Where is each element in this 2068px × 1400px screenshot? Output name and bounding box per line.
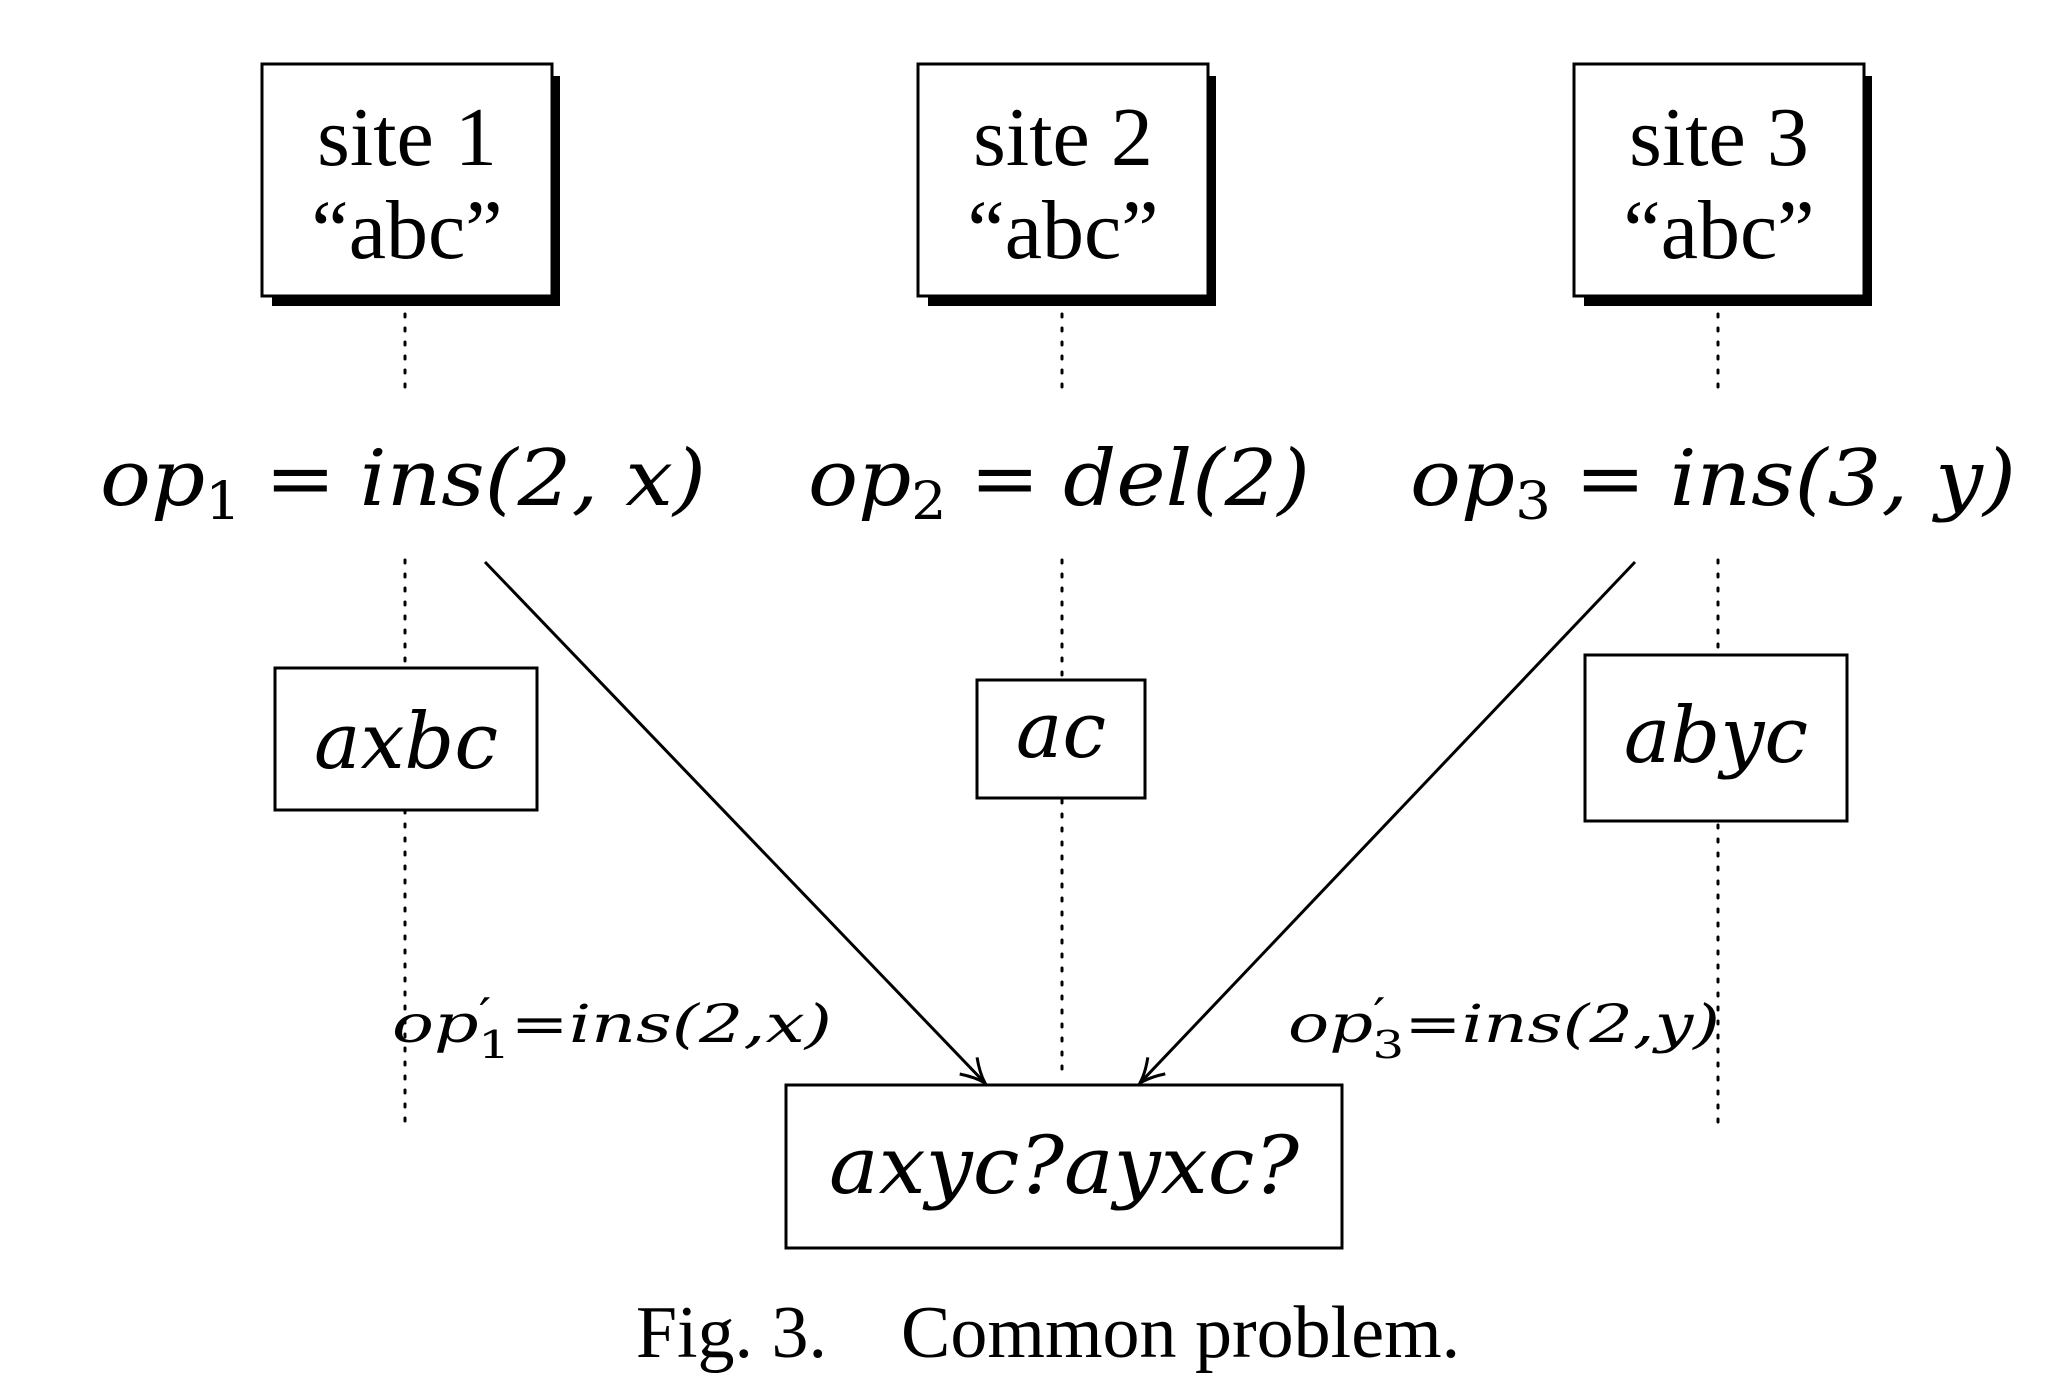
site-1-state-frame	[273, 666, 539, 812]
site-1-document: “abc”	[311, 184, 502, 277]
site-1-state-box: axbc	[273, 666, 539, 812]
op3-index: 3	[1515, 472, 1551, 532]
result-text: axyc?ayxc?	[829, 1119, 1300, 1212]
result-box: axyc?ayxc?	[784, 1083, 1344, 1250]
site-3-title: site 3	[1629, 91, 1809, 184]
op1-prime-expression: =ins(2,x)	[510, 995, 832, 1055]
lifelines	[403, 298, 1720, 1132]
site-3-box: site 3 “abc”	[1572, 62, 1872, 306]
site-2-box: site 2 “abc”	[916, 62, 1216, 306]
op1-prime-label: op′1=ins(2,x)	[392, 989, 832, 1067]
op3-expression: ins(3, y)	[1670, 434, 2016, 524]
op1-equals: =	[265, 434, 336, 524]
site-3-document: “abc”	[1623, 184, 1814, 277]
site-3-state: abyc	[1624, 691, 1808, 781]
site-1-state: axbc	[314, 697, 498, 787]
op3-prime-name: op	[1288, 995, 1373, 1055]
arrow-op3-to-result	[1140, 560, 1637, 1083]
op2-name: op	[808, 434, 911, 524]
op2-index: 2	[911, 472, 946, 532]
op3-name: op	[1410, 434, 1515, 524]
arrows	[483, 560, 1637, 1083]
site-1-box: site 1 “abc”	[260, 62, 560, 306]
op1-expression: ins(2, x)	[360, 434, 706, 524]
site-3-box-frame	[1572, 62, 1866, 298]
op1-prime-index: 1	[478, 1023, 510, 1067]
op1-prime-mark: ′	[479, 989, 492, 1038]
site-2-title: site 2	[973, 91, 1153, 184]
arrow-op1-to-result	[483, 560, 985, 1083]
op3-prime-mark: ′	[1373, 989, 1386, 1038]
op2-expression: del(2)	[1063, 434, 1310, 524]
op1-prime-name: op	[392, 995, 479, 1055]
site-3-state-frame	[1583, 653, 1849, 823]
op2-equals: =	[970, 434, 1040, 524]
op3-equals: =	[1575, 434, 1646, 524]
site-2-box-frame	[916, 62, 1210, 298]
op1-name: op	[100, 434, 205, 524]
site-1-box-frame	[260, 62, 554, 298]
op3-prime-index: 3	[1372, 1023, 1404, 1067]
site-2-state-frame	[975, 678, 1147, 800]
site-3-state-box: abyc	[1583, 653, 1849, 823]
site-2-document: “abc”	[967, 184, 1158, 277]
result-frame	[784, 1083, 1344, 1250]
site-2-state-box: ac	[975, 678, 1147, 800]
site-2-state: ac	[1016, 686, 1106, 776]
op3-prime-label: op′3=ins(2,y)	[1288, 989, 1720, 1067]
figure-caption: Fig. 3. Common problem.	[636, 1292, 1460, 1374]
site-1-title: site 1	[317, 91, 497, 184]
op1-index: 1	[205, 472, 241, 532]
op3-prime-expression: =ins(2,y)	[1404, 995, 1720, 1055]
